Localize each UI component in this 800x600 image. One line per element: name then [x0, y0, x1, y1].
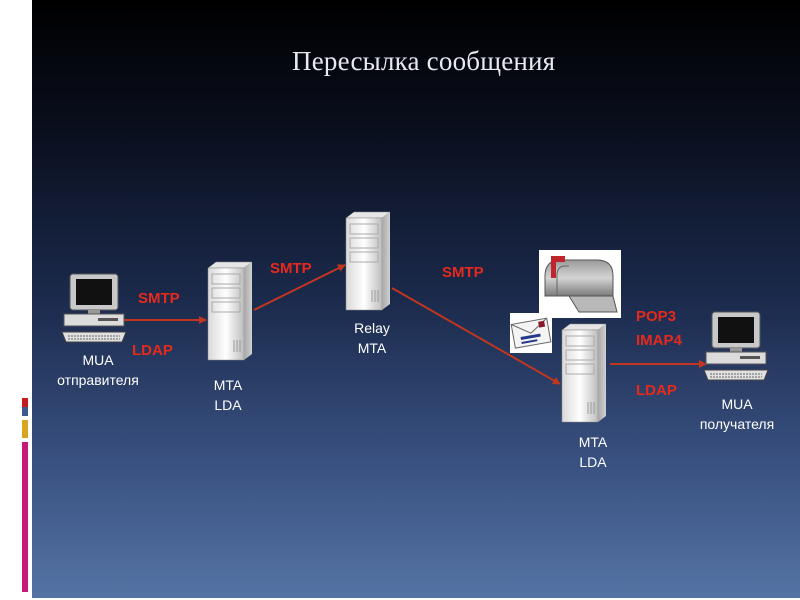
label-mta-lda-2: MTA LDA — [568, 432, 618, 472]
label-mua-sender-line1: MUA — [82, 352, 114, 368]
protocol-ldap-2: LDAP — [636, 382, 677, 399]
label-mua-sender: MUA отправителя — [44, 350, 152, 390]
server-icon — [207, 261, 253, 361]
label-mua-sender-line2: отправителя — [57, 372, 139, 388]
protocol-ldap-1: LDAP — [132, 342, 173, 359]
label-mua-recipient: MUA получателя — [684, 394, 790, 434]
slide-background — [32, 0, 800, 598]
side-stripes — [22, 398, 28, 592]
computer-icon — [61, 273, 127, 343]
label-relay-mta-line2: MTA — [357, 340, 387, 356]
arrow-mta-to-relay — [253, 264, 346, 311]
label-mta-lda-2-line1: MTA — [578, 434, 608, 450]
protocol-imap4: IMAP4 — [636, 332, 682, 349]
slide-title: Пересылка сообщения — [292, 46, 556, 76]
mailbox-icon — [539, 250, 621, 318]
protocol-pop3: POP3 — [636, 308, 677, 325]
label-mta-lda-1-line2: LDA — [214, 397, 242, 413]
label-mta-lda-1: MTA LDA — [203, 375, 253, 415]
server-icon — [345, 211, 391, 311]
label-mua-recipient-line1: MUA — [721, 396, 753, 412]
protocol-smtp-1: SMTP — [138, 290, 180, 307]
label-relay-mta: Relay MTA — [342, 318, 402, 358]
server-icon — [561, 323, 607, 423]
arrow-relay-to-mta — [391, 287, 561, 385]
label-relay-mta-line1: Relay — [354, 320, 390, 336]
computer-icon — [703, 311, 769, 381]
envelope-icon — [510, 313, 552, 353]
protocol-smtp-3: SMTP — [442, 264, 484, 281]
label-mta-lda-1-line1: MTA — [213, 377, 243, 393]
corner-grid-icon — [2, 10, 32, 88]
label-mta-lda-2-line2: LDA — [579, 454, 607, 470]
protocol-smtp-2: SMTP — [270, 260, 312, 277]
label-mua-recipient-line2: получателя — [699, 416, 775, 432]
